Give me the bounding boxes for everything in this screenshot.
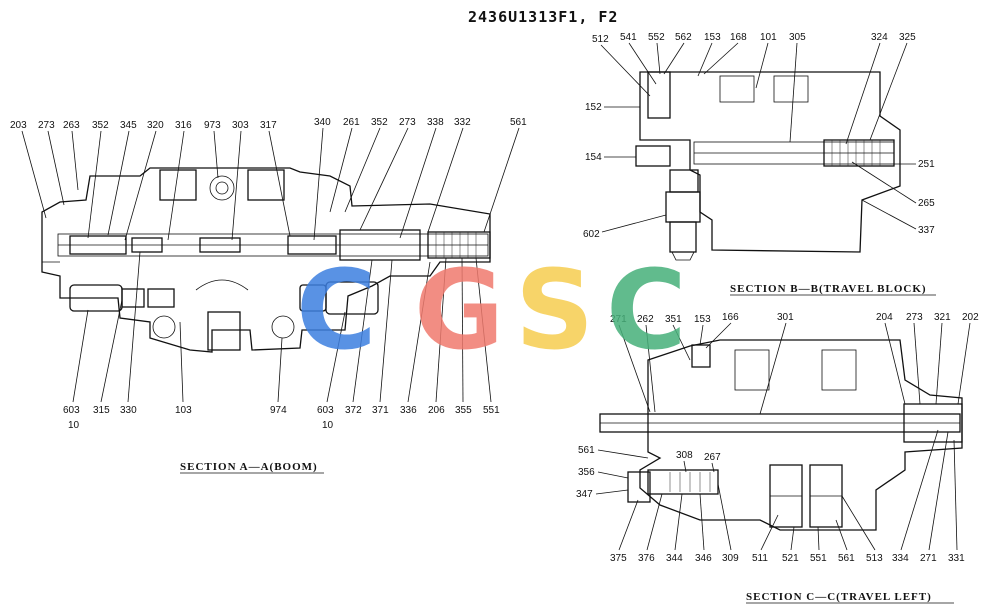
callout: 273 (38, 120, 55, 131)
callout: 315 (93, 405, 110, 416)
callout: 271 (610, 314, 627, 325)
callout: 325 (899, 32, 916, 43)
callout: 152 (585, 102, 602, 113)
callout: 263 (63, 120, 80, 131)
callout: 551 (810, 553, 827, 564)
section-a-labels: 203 273 263 352 345 320 316 973 303 317 … (10, 117, 527, 474)
callout: 303 (232, 120, 249, 131)
callout: 101 (760, 32, 777, 43)
callout: 602 (583, 229, 600, 240)
callout: 603 (63, 405, 80, 416)
callout: 203 (10, 120, 27, 131)
callout: 273 (906, 312, 923, 323)
callout: 351 (665, 314, 682, 325)
callout: 316 (175, 120, 192, 131)
callout: 153 (694, 314, 711, 325)
callout: 320 (147, 120, 164, 131)
callout: 261 (343, 117, 360, 128)
callout: 603 (317, 405, 334, 416)
callout: 308 (676, 450, 693, 461)
callout: 317 (260, 120, 277, 131)
callout: 562 (675, 32, 692, 43)
callout: 324 (871, 32, 888, 43)
callout: 273 (399, 117, 416, 128)
callout: 332 (454, 117, 471, 128)
callout: 356 (578, 467, 595, 478)
callout: 331 (948, 553, 965, 564)
callout: 511 (752, 553, 768, 564)
callout: 376 (638, 553, 655, 564)
callout: 344 (666, 553, 683, 564)
callout: 347 (576, 489, 593, 500)
callout: 375 (610, 553, 627, 564)
callout: 334 (892, 553, 909, 564)
section-c-labels: 271 262 351 153 166 301 204 273 321 202 … (576, 312, 979, 604)
callout: 10 (322, 420, 334, 431)
callout: 521 (782, 553, 799, 564)
callout: 345 (120, 120, 137, 131)
callout: 262 (637, 314, 654, 325)
callout: 305 (789, 32, 806, 43)
callout: 337 (918, 225, 935, 236)
diagram-title: 2436U1313F1, F2 (468, 8, 618, 26)
callout: 202 (962, 312, 979, 323)
section-b-caption: SECTION B—B(TRAVEL BLOCK) (730, 283, 927, 295)
section-b-labels: 512 541 552 562 153 168 101 305 324 325 … (583, 32, 936, 296)
callout: 340 (314, 117, 331, 128)
watermark-letter-g: G (414, 246, 504, 374)
callout: 321 (934, 312, 951, 323)
callout: 267 (704, 452, 721, 463)
section-a-caption: SECTION A—A(BOOM) (180, 461, 318, 473)
watermark-letter-c1: C (296, 246, 377, 374)
section-a-drawing (41, 167, 491, 353)
callout: 513 (866, 553, 883, 564)
callout: 352 (371, 117, 388, 128)
callout: 271 (920, 553, 937, 564)
callout: 355 (455, 405, 472, 416)
callout: 561 (578, 445, 595, 456)
watermark-letter-c2: C (606, 246, 687, 374)
callout: 561 (838, 553, 855, 564)
callout: 512 (592, 34, 609, 45)
callout: 974 (270, 405, 287, 416)
callout: 204 (876, 312, 893, 323)
callout: 153 (704, 32, 721, 43)
section-b-drawing (635, 71, 901, 261)
callout: 372 (345, 405, 362, 416)
callout: 346 (695, 553, 712, 564)
callout: 251 (918, 159, 935, 170)
callout: 330 (120, 405, 137, 416)
callout: 541 (620, 32, 637, 43)
callout: 168 (730, 32, 747, 43)
callout: 552 (648, 32, 665, 43)
section-c-drawing (599, 339, 963, 531)
watermark: C G S C (296, 246, 687, 374)
section-c-caption: SECTION C—C(TRAVEL LEFT) (746, 591, 932, 603)
callout: 352 (92, 120, 109, 131)
callout: 103 (175, 405, 192, 416)
callout: 371 (372, 405, 389, 416)
callout: 265 (918, 198, 935, 209)
callout: 301 (777, 312, 794, 323)
callout: 166 (722, 312, 739, 323)
callout: 10 (68, 420, 80, 431)
callout: 206 (428, 405, 445, 416)
callout: 338 (427, 117, 444, 128)
callout: 336 (400, 405, 417, 416)
callout: 561 (510, 117, 527, 128)
callout: 551 (483, 405, 500, 416)
watermark-letter-s: S (515, 246, 594, 374)
callout: 154 (585, 152, 602, 163)
callout: 973 (204, 120, 221, 131)
callout: 309 (722, 553, 739, 564)
